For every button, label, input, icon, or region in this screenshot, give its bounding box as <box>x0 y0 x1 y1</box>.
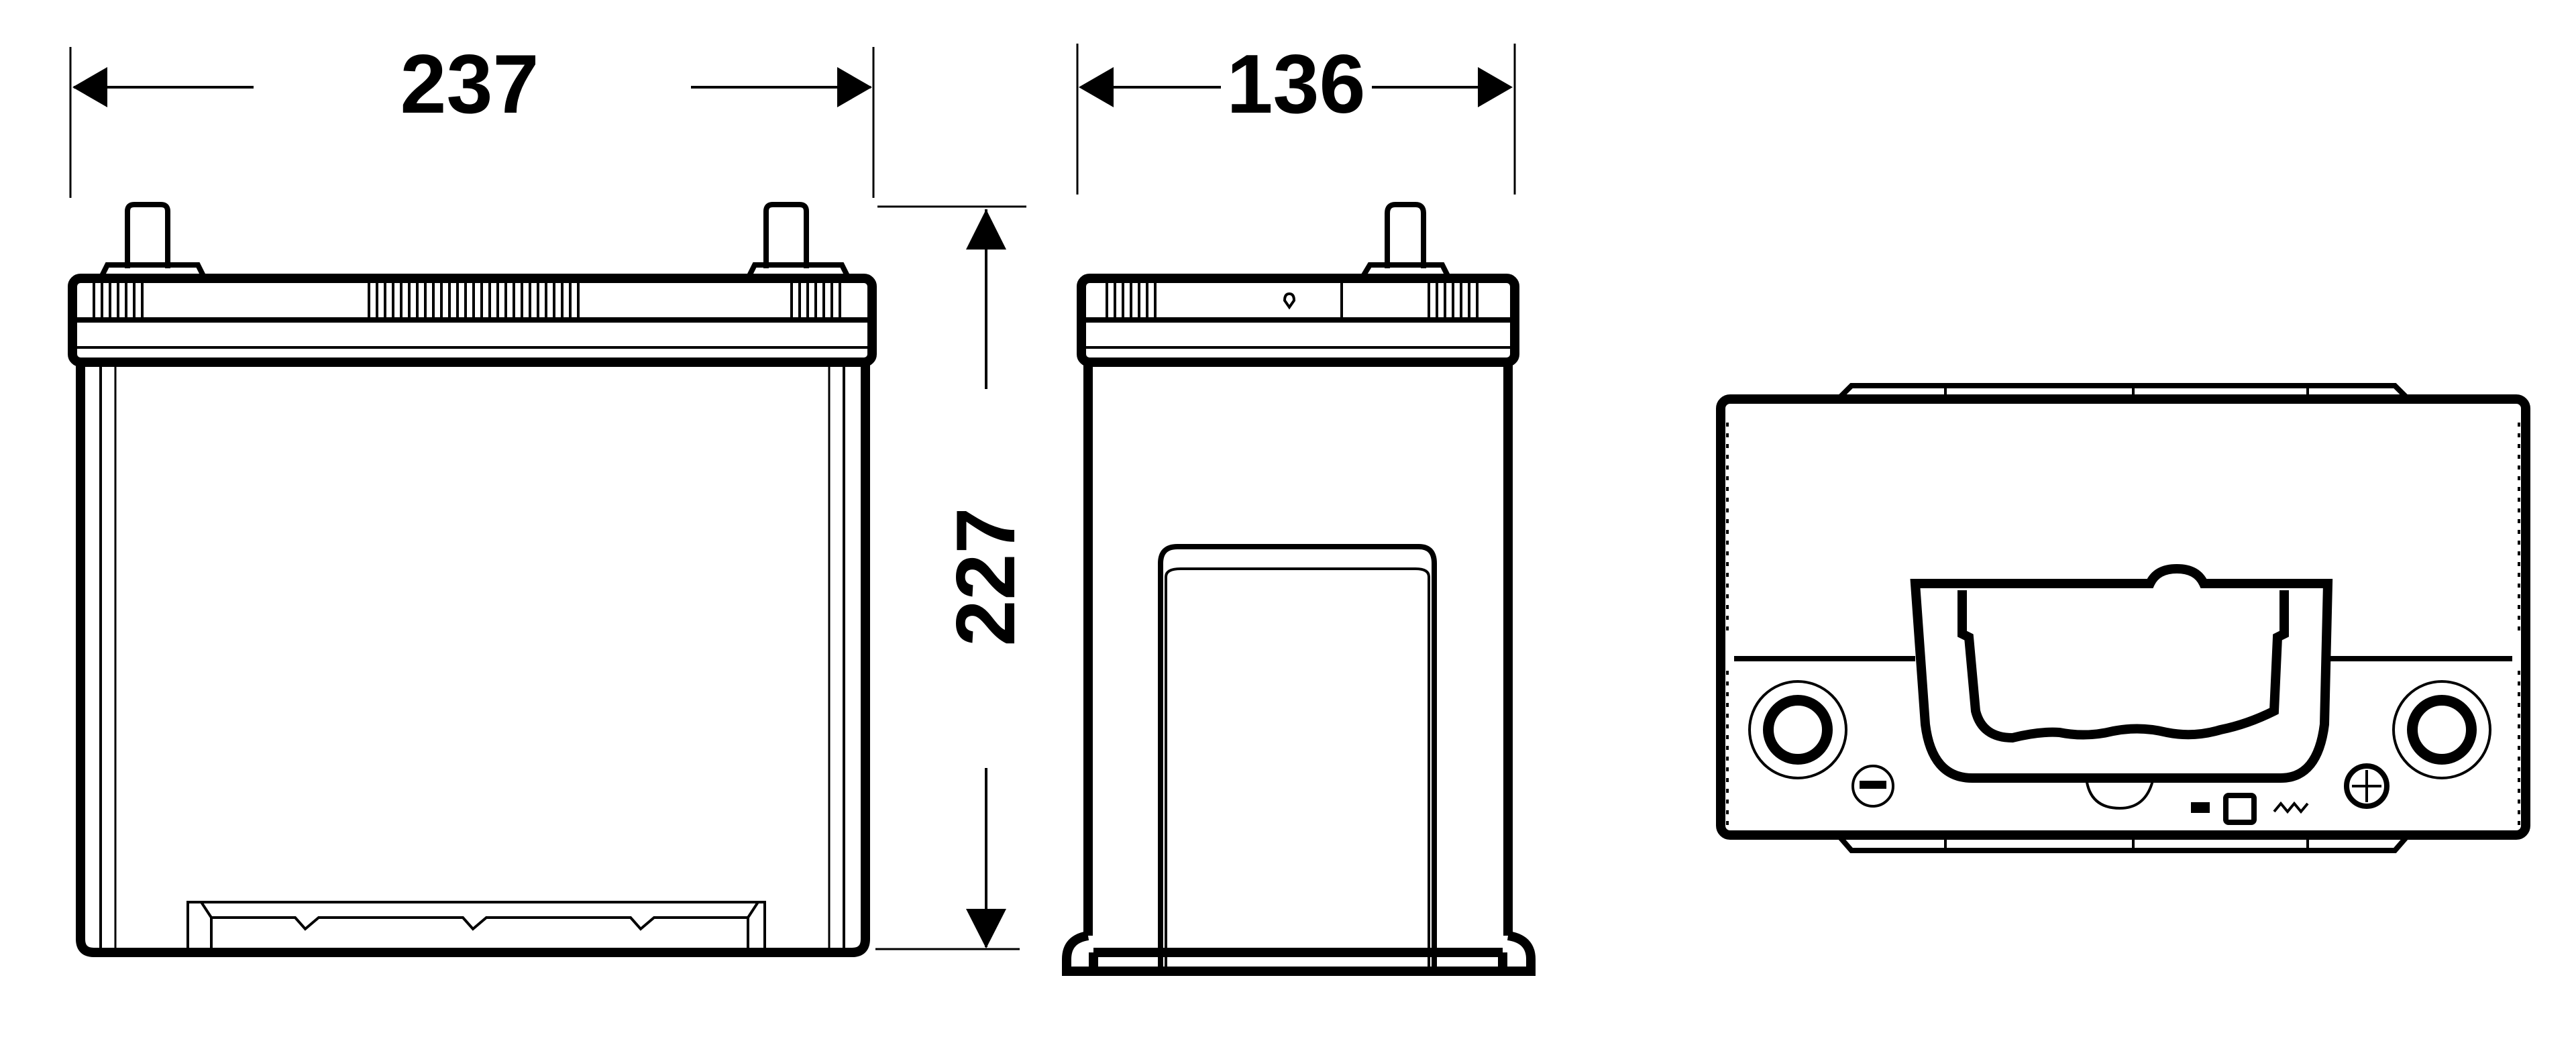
terminal-post-left <box>98 202 207 280</box>
label-panel <box>1158 544 1437 971</box>
battery-front-view <box>68 202 877 957</box>
lid-vent-ribs <box>93 282 841 319</box>
base-hold-down-ledge <box>186 901 766 951</box>
minus-symbol-icon <box>1851 765 1894 808</box>
arrow-up-icon <box>966 209 1006 250</box>
negative-terminal-top <box>1748 680 1847 779</box>
width-dimension: 136 <box>1076 38 1516 195</box>
plus-symbol-icon <box>2344 763 2390 809</box>
arrow-left-icon <box>1079 67 1114 107</box>
terminal-post <box>1359 202 1452 280</box>
height-label: 227 <box>940 508 1032 647</box>
top-outline <box>1716 394 2530 840</box>
battery-top-view <box>1716 383 2530 853</box>
length-label: 237 <box>400 38 539 131</box>
polarity-marking-icon <box>2191 793 2309 825</box>
positive-terminal-top <box>2392 680 2491 779</box>
height-dimension: 227 <box>875 205 1032 950</box>
lid-vent-ribs <box>1106 282 1479 319</box>
battery-side-view <box>1062 202 1536 976</box>
battery-body <box>76 362 870 957</box>
length-dimension: 237 <box>69 38 875 198</box>
terminal-post-right <box>745 202 851 280</box>
arrow-right-icon <box>1478 67 1513 107</box>
carry-handle <box>1910 563 2333 783</box>
base-feet <box>1062 931 1536 976</box>
width-label: 136 <box>1227 38 1366 131</box>
arrow-right-icon <box>837 67 872 107</box>
vent-plug-icon <box>1283 292 1296 310</box>
arrow-left-icon <box>72 67 107 107</box>
arrow-down-icon <box>966 909 1006 948</box>
